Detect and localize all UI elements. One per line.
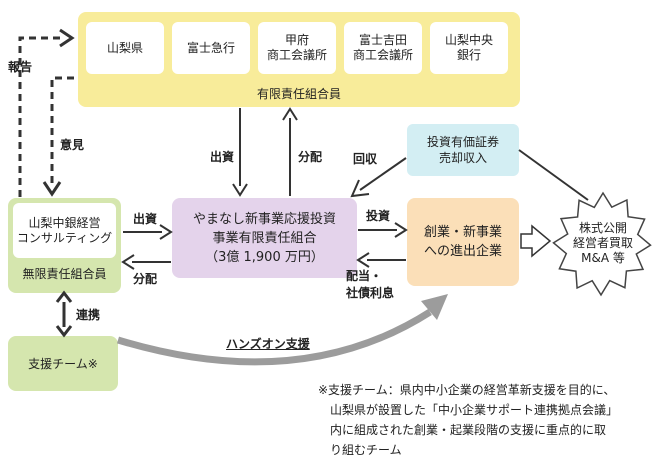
securities-income-box: 投資有価証券 売却収入 — [407, 124, 519, 176]
consulting-company: 山梨中銀経営 コンサルティング — [13, 203, 116, 258]
hands-on-support-curve — [116, 309, 432, 366]
hands-on-support-label: ハンズオン支援 — [226, 337, 310, 351]
report-label: 報告 — [8, 60, 33, 74]
report-arrow — [18, 36, 64, 197]
fund-box: やまなし新事業応援投資 事業有限責任組合 （3億 1,900 万円） — [172, 198, 357, 278]
investment-head — [394, 222, 408, 238]
dividend-label: 配当・ 社債利息 — [346, 269, 395, 300]
investment-label: 投資 — [366, 209, 391, 223]
fund-name: やまなし新事業応援投資 事業有限責任組合 — [192, 211, 336, 246]
member-yamanashi-prefecture: 山梨県 — [86, 22, 164, 74]
exit-badge: 株式公開 経営者買取 M&A 等 — [548, 188, 658, 298]
distribute-to-consulting-label: 分配 — [133, 272, 158, 286]
support-team-box: 支援チーム※ — [8, 336, 118, 391]
cooperation-head-top — [55, 290, 73, 303]
recovery-arrow — [359, 157, 407, 191]
startup-exit-arrow — [520, 224, 552, 258]
limited-partners-group: 山梨県 富士急行 甲府 商工会議所 富士吉田 商工会議所 山梨中央 銀行 有限責… — [78, 12, 520, 107]
distribute-to-members-head — [282, 107, 298, 121]
general-partner-label: 無限責任組合員 — [22, 266, 107, 281]
dividend-head — [356, 252, 370, 268]
member-yamanashi-chuo-bank: 山梨中央 銀行 — [430, 22, 508, 74]
member-fujiyoshida-chamber: 富士吉田 商工会議所 — [344, 22, 422, 74]
recovery-head — [350, 179, 370, 198]
opinion-arrow — [50, 76, 74, 184]
general-partner-box: 山梨中銀経営 コンサルティング 無限責任組合員 — [8, 198, 121, 293]
hands-on-support-head — [421, 294, 448, 320]
footnote: ※支援チーム：県内中小企業の経営革新支援を目的に、 山梨県が設置した「中小企業サ… — [318, 383, 619, 457]
report-arrow-head — [59, 28, 75, 48]
limited-partners-label: 有限責任組合員 — [256, 86, 341, 101]
cooperation-head-bottom — [55, 325, 73, 338]
member-fujikyu: 富士急行 — [172, 22, 250, 74]
invest-from-members-label: 出資 — [210, 150, 235, 164]
opinion-arrow-head — [42, 181, 62, 197]
securities-exit-line — [518, 149, 589, 201]
distribute-to-members-label: 分配 — [298, 150, 323, 164]
distribute-to-consulting-head — [121, 254, 135, 270]
invest-from-members-head — [232, 183, 248, 197]
recovery-label: 回収 — [353, 152, 378, 166]
invest-to-fund-label: 出資 — [133, 212, 158, 226]
opinion-label: 意見 — [60, 138, 85, 152]
cooperation-label: 連携 — [76, 308, 101, 322]
fund-amount: （3億 1,900 万円） — [205, 249, 324, 265]
member-kofu-chamber: 甲府 商工会議所 — [258, 22, 336, 74]
exit-methods: 株式公開 経営者買取 M&A 等 — [572, 220, 633, 265]
starburst-shape — [552, 191, 652, 297]
invest-to-fund-head — [159, 224, 173, 240]
startup-company-box: 創業・新事業 への進出企業 — [407, 198, 519, 286]
